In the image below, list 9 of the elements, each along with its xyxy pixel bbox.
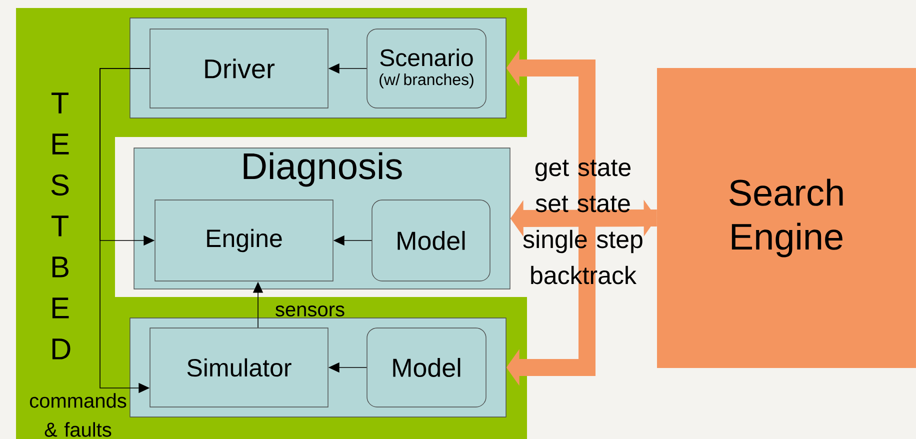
edge-label: commands & faults [30,393,126,437]
engine-box: Engine [154,200,334,282]
scenario-box: Scenario (w/ branches) [366,28,486,108]
driver-box: Driver [150,28,328,108]
model-box: Model [366,328,486,408]
model-box: Model [372,200,490,282]
search-engine-box: Search Engine [657,68,916,368]
sensors-label: sensors [276,306,344,316]
simulator-box: Simulator [150,328,328,408]
